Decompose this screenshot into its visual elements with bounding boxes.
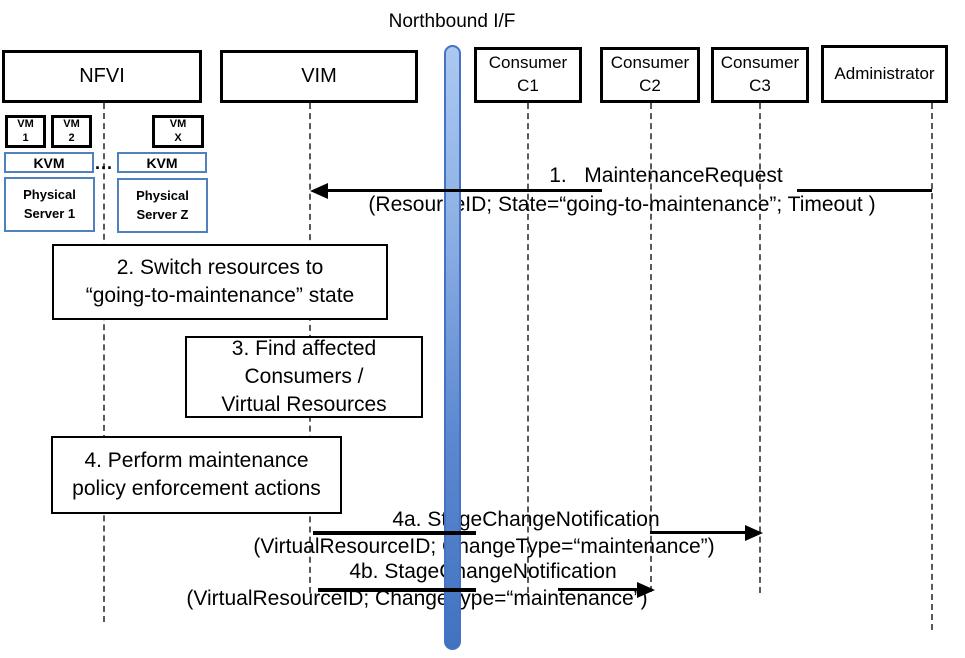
message4a-arrowhead-icon: [745, 525, 763, 541]
message4b-line-right: [558, 588, 639, 591]
physical-server-z-box: Physical Server Z: [117, 178, 208, 233]
lifeline-nfvi: [103, 103, 105, 622]
message4a-params: (VirtualResourceID; ChangeType=“maintena…: [253, 535, 715, 558]
actor-administrator: Administrator: [821, 45, 948, 103]
message1-line-left: [326, 189, 602, 192]
message4b-name: 4b. StageChangeNotification: [349, 560, 617, 583]
step3-box: 3. Find affected Consumers / Virtual Res…: [185, 336, 423, 418]
kvm1-box: KVM: [4, 152, 94, 173]
lifeline-administrator: [931, 103, 933, 630]
lifeline-consumer-c2: [650, 103, 652, 592]
ellipsis-dots: ...: [95, 153, 114, 173]
kvm2-box: KVM: [117, 152, 207, 173]
vmx-box: VM X: [152, 115, 204, 148]
message1-params: (ResourceID; State=“going-to-maintenance…: [368, 193, 876, 216]
message4b-arrowhead-icon: [637, 582, 655, 598]
northbound-if-bar: [444, 45, 461, 650]
actor-consumer-c2: Consumer C2: [600, 47, 700, 103]
lifeline-consumer-c3: [759, 103, 761, 593]
physical-server-1-box: Physical Server 1: [4, 177, 95, 232]
actor-nfvi: NFVI: [2, 50, 202, 103]
vm2-box: VM 2: [51, 115, 92, 148]
step4-box: 4. Perform maintenance policy enforcemen…: [51, 436, 342, 514]
message4a-name: 4a. StageChangeNotification: [392, 508, 660, 531]
northbound-if-title: Northbound I/F: [388, 11, 516, 32]
message1-line-right: [797, 189, 932, 192]
actor-consumer-c1: Consumer C1: [474, 47, 582, 103]
message4a-line-left: [313, 531, 476, 535]
message4a-line-right: [650, 531, 747, 534]
step2-box: 2. Switch resources to “going-to-mainten…: [52, 244, 388, 320]
message4b-line-left: [318, 588, 476, 592]
message1-arrowhead-icon: [310, 183, 328, 199]
actor-vim: VIM: [220, 50, 418, 103]
lifeline-consumer-c1: [527, 103, 529, 593]
vm1-box: VM 1: [5, 115, 46, 148]
actor-consumer-c3: Consumer C3: [711, 47, 809, 103]
message4b-params: (VirtualResourceID; ChangeType=“maintena…: [186, 587, 648, 610]
message1-name: 1. MaintenanceRequest: [549, 164, 783, 187]
